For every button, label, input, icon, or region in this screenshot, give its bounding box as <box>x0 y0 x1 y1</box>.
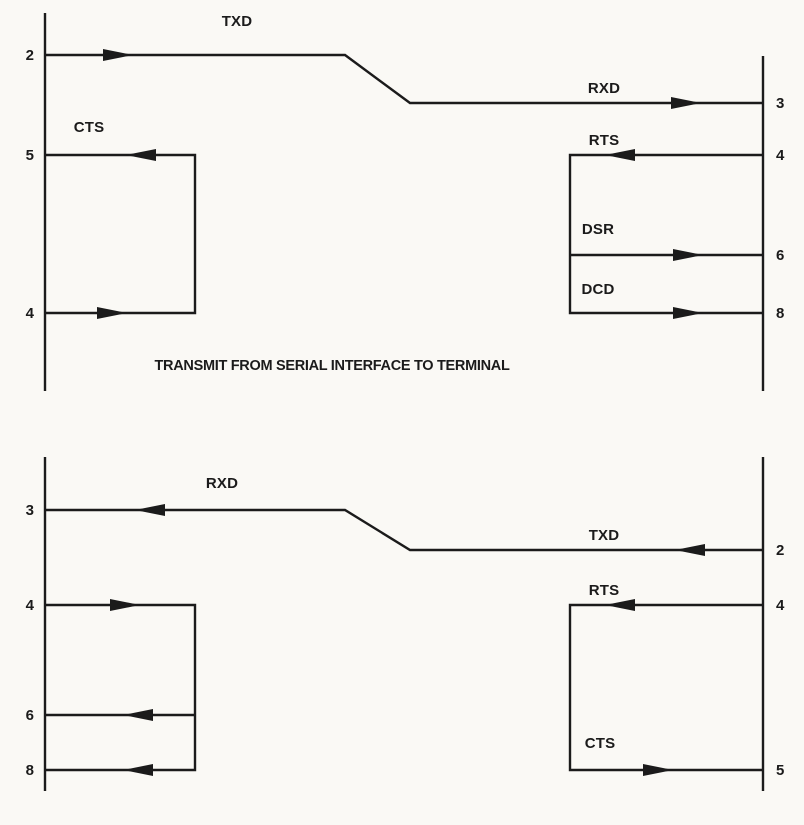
pin-number-left: 3 <box>26 502 34 519</box>
dsr-arrow-right-icon <box>673 249 703 261</box>
pin-number-left: 5 <box>26 147 34 164</box>
bottom-diagram: 3 4 6 8 2 4 5 RXD TXD RTS CTS <box>26 457 785 791</box>
rts-arrow-left-icon <box>605 599 635 611</box>
signal-label-rts: RTS <box>589 582 620 599</box>
pin-number-right: 3 <box>776 95 784 112</box>
signal-label-cts: CTS <box>585 735 616 752</box>
signal-label-txd: TXD <box>222 13 253 30</box>
diagram-caption: TRANSMIT FROM SERIAL INTERFACE TO TERMIN… <box>155 358 510 374</box>
top-wire-txd-to-rxd <box>45 53 763 105</box>
left-branch-arrow-left-icon <box>123 709 153 721</box>
top-diagram: 2 5 4 3 4 6 8 TXD RXD CTS RTS DSR DCD TR… <box>26 13 785 391</box>
cts-arrow-left-icon <box>126 149 156 161</box>
signal-label-cts: CTS <box>74 119 105 136</box>
pin-number-right: 2 <box>776 542 784 559</box>
signal-label-rxd: RXD <box>206 475 238 492</box>
rxd-arrow-left-icon <box>135 504 165 516</box>
dcd-arrow-right-icon <box>673 307 703 319</box>
signal-label-dsr: DSR <box>582 221 614 238</box>
txd-arrow-right-icon <box>103 49 133 61</box>
bottom-wire-txd-to-rxd <box>45 508 763 552</box>
rts-arrow-left-icon <box>605 149 635 161</box>
pin-number-right: 4 <box>776 147 785 164</box>
signal-label-rxd: RXD <box>588 80 620 97</box>
signal-label-rts: RTS <box>589 132 620 149</box>
pin-number-left: 2 <box>26 47 34 64</box>
top-left-loopback-wire <box>45 153 197 315</box>
signal-label-txd: TXD <box>589 527 620 544</box>
top-right-loopback-wire <box>568 153 763 315</box>
bottom-left-loopback-wire <box>45 603 197 772</box>
pin-number-left: 4 <box>26 305 35 322</box>
pin-number-left: 8 <box>26 762 34 779</box>
left-loop-arrow-right-icon <box>110 599 140 611</box>
cts-arrow-right-icon <box>643 764 673 776</box>
left-loop-arrow-left-icon <box>123 764 153 776</box>
pin-number-right: 8 <box>776 305 784 322</box>
signal-label-dcd: DCD <box>581 281 614 298</box>
pin-number-right: 5 <box>776 762 784 779</box>
txd-arrow-left-icon <box>675 544 705 556</box>
pin-number-right: 6 <box>776 247 784 264</box>
left-loop-arrow-right-icon <box>97 307 127 319</box>
pin-number-left: 4 <box>26 597 35 614</box>
pin-number-right: 4 <box>776 597 785 614</box>
pin-number-left: 6 <box>26 707 34 724</box>
rxd-arrow-right-icon <box>671 97 701 109</box>
